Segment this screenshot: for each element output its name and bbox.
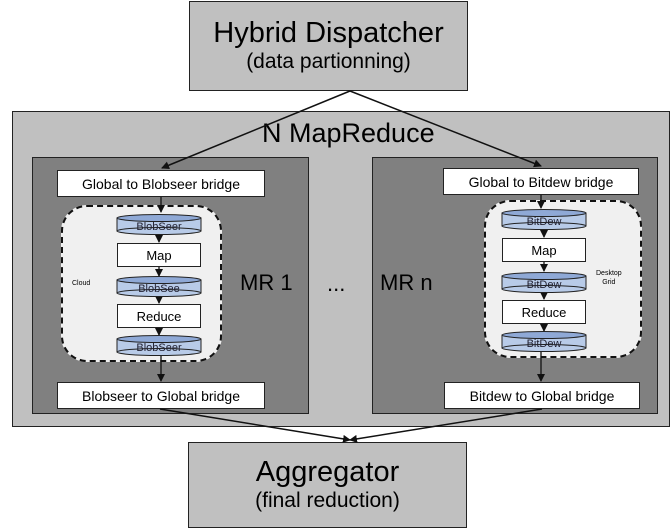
desktop-grid-label: Desktop Grid xyxy=(596,269,622,287)
mrn-top-bridge: Global to Bitdew bridge xyxy=(443,168,639,195)
mr1-storage-3-label: BlobSeer xyxy=(136,342,182,354)
mrn-bottom-bridge: Bitdew to Global bridge xyxy=(444,382,640,409)
mapreduce-title: N MapReduce xyxy=(262,118,435,148)
desktop-label-line1: Desktop xyxy=(596,270,622,277)
cloud-label: Cloud xyxy=(72,280,91,287)
mr1-storage-1-label: BlobSeer xyxy=(136,221,182,233)
dispatcher-subtitle: (data partionning) xyxy=(246,50,411,73)
aggregator-subtitle: (final reduction) xyxy=(255,489,400,512)
mrn-storage-2: BitDew xyxy=(501,272,587,293)
arrow-mr1-to-aggregator xyxy=(159,408,351,443)
arrow-dispatcher-to-mr1 xyxy=(161,90,351,170)
mr1-storage-3: BlobSeer xyxy=(116,335,202,356)
mr1-reduce-box: Reduce xyxy=(117,304,201,328)
mr1-label: MR 1 xyxy=(240,270,293,295)
hybrid-dispatcher-box: Hybrid Dispatcher (data partionning) xyxy=(189,1,468,91)
mr1-map-box: Map xyxy=(117,243,201,267)
mr1-storage-2: BlobSee xyxy=(116,276,202,297)
mrn-storage-3: BitDew xyxy=(501,331,587,352)
desktop-label-line2: Grid xyxy=(602,279,616,286)
mrn-map-box: Map xyxy=(502,238,586,262)
ellipsis-label: ... xyxy=(327,271,346,296)
aggregator-title: Aggregator xyxy=(255,456,400,488)
mr1-storage-2-label: BlobSee xyxy=(138,283,180,295)
mrn-storage-3-label: BitDew xyxy=(527,338,562,350)
mrn-reduce-box: Reduce xyxy=(502,300,586,324)
mr1-bottom-bridge: Blobseer to Global bridge xyxy=(57,382,265,409)
mrn-storage-1: BitDew xyxy=(501,209,587,230)
mr1-storage-1: BlobSeer xyxy=(116,214,202,235)
aggregator-box: Aggregator (final reduction) xyxy=(188,442,467,528)
mrn-storage-1-label: BitDew xyxy=(527,216,562,228)
mrn-storage-2-label: BitDew xyxy=(527,279,562,291)
arrow-mrn-to-aggregator xyxy=(349,408,543,443)
arrow-dispatcher-to-mrn xyxy=(349,90,542,168)
mrn-label: MR n xyxy=(380,270,433,295)
mr1-top-bridge: Global to Blobseer bridge xyxy=(57,170,265,197)
dispatcher-title: Hybrid Dispatcher xyxy=(213,17,444,49)
